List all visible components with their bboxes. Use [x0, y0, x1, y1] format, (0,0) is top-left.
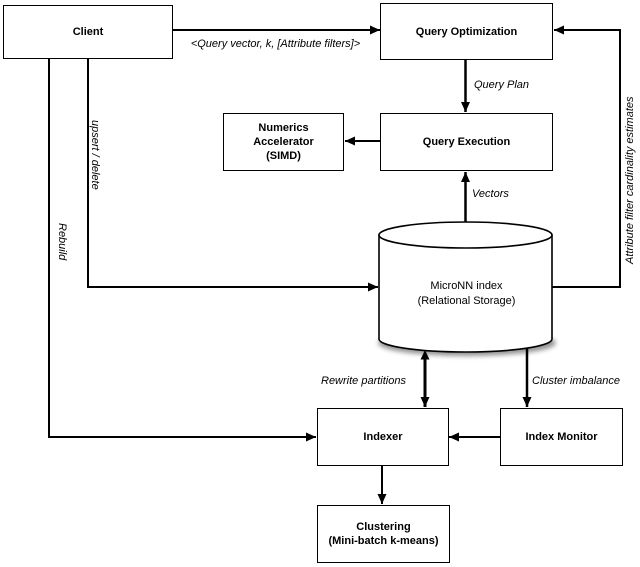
edge-client-upsert-delete-to-index	[87, 59, 378, 292]
node-index-monitor: Index Monitor	[500, 408, 623, 466]
edge-label-upsert-delete: upsert / delete	[89, 120, 101, 190]
edge-label-vectors: Vectors	[472, 188, 509, 200]
node-client-label: Client	[72, 26, 104, 38]
edge-label-query-request: <Query vector, k, [Attribute filters]>	[190, 38, 361, 50]
edge-index-cardinality-to-query-optimization	[552, 25, 621, 288]
node-query-optimization: Query Optimization	[380, 3, 553, 60]
node-index-monitor-label: Index Monitor	[525, 431, 598, 443]
cylinder-top	[378, 221, 553, 249]
edge-label-rebuild: Rebuild	[56, 223, 68, 261]
node-numerics-accelerator: Numerics Accelerator (SIMD)	[223, 113, 344, 171]
edge-label-attribute-filter-cardinality: Attribute filter cardinality estimates	[624, 96, 636, 264]
edge-label-query-plan: Query Plan	[474, 79, 530, 91]
node-numerics-accelerator-label: Numerics Accelerator (SIMD)	[253, 122, 314, 162]
node-clustering-label: Clustering (Mini-batch k-means)	[328, 521, 439, 547]
node-query-optimization-label: Query Optimization	[415, 25, 518, 38]
edge-label-rewrite-partitions: Rewrite partitions	[321, 375, 406, 387]
edge-client-rebuild-to-indexer	[48, 59, 316, 442]
micronn-cylinder	[378, 221, 556, 356]
node-clustering: Clustering (Mini-batch k-means)	[317, 505, 450, 563]
node-query-execution-label: Query Execution	[422, 136, 511, 148]
node-client: Client	[3, 5, 173, 59]
edge-rewrite-partitions-up-arrowhead	[420, 350, 430, 360]
edge-label-cluster-imbalance: Cluster imbalance	[532, 375, 621, 387]
node-indexer: Indexer	[317, 408, 449, 466]
node-micronn-index-label: MicroNN index (Relational Storage)	[417, 280, 516, 307]
cylinder-body	[378, 234, 553, 353]
node-indexer-label: Indexer	[363, 431, 403, 443]
node-query-execution: Query Execution	[380, 113, 553, 171]
